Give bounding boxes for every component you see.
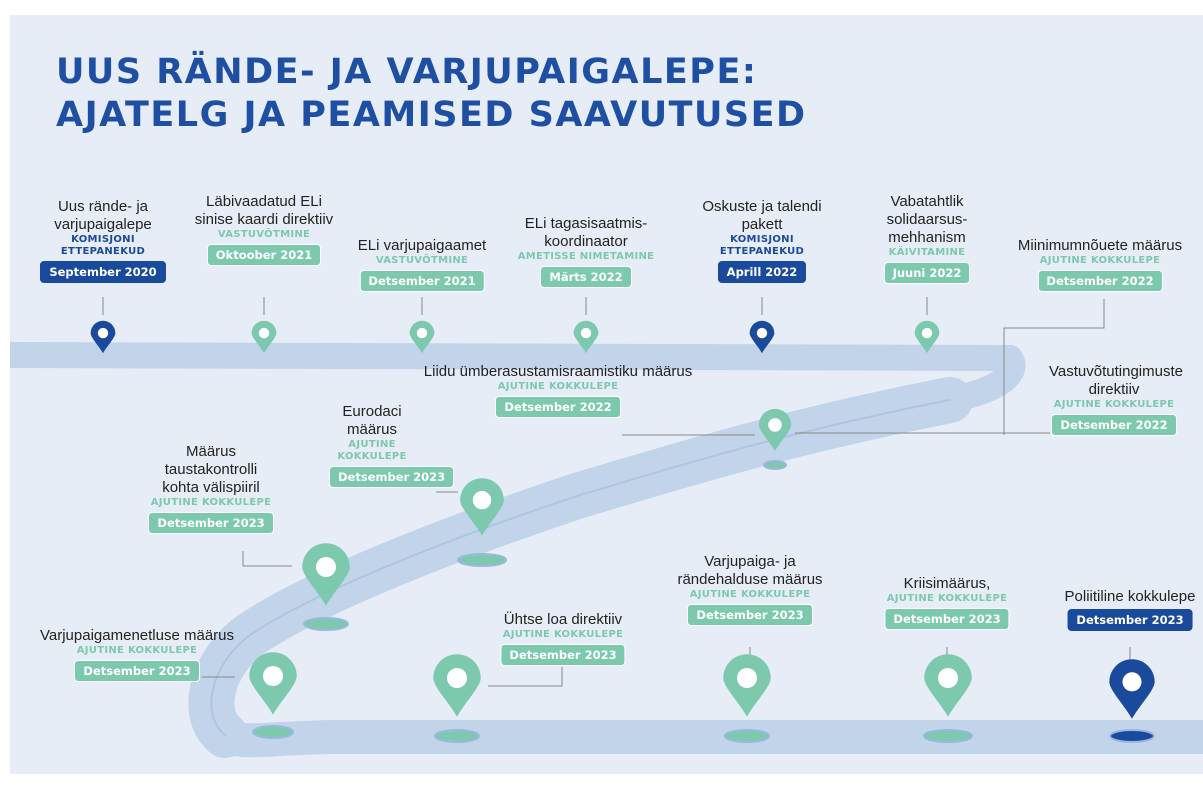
event-status: AJUTINE KOKKULEPE — [76, 645, 198, 656]
event-status: AJUTINE KOKKULEPE — [150, 497, 272, 508]
event-label: Ühtse loa direktiiv — [503, 611, 623, 628]
event-skills-talent-package: Oskuste ja talendi pakett KOMISJONI ETTE… — [687, 198, 837, 283]
event-label: Varjupaigamenetluse määrus — [40, 627, 234, 644]
event-eurodac-regulation: Eurodaci määrus AJUTINE KOKKULEPE Detsem… — [329, 403, 455, 488]
event-label: Poliitiline kokkulepe — [1064, 588, 1196, 605]
event-status: AJUTINE KOKKULEPE — [886, 593, 1008, 604]
map-pin-icon — [723, 654, 771, 717]
map-pin-icon — [249, 652, 297, 715]
event-status: AJUTINE KOKKULEPE — [502, 629, 624, 640]
event-solidarity-mechanism: Vabatahtlik solidaarsus-mehhanism KÄIVIT… — [872, 193, 982, 284]
timeline-road — [10, 297, 1203, 758]
pin-shadows — [252, 460, 1155, 743]
event-label: Läbivaadatud ELi sinise kaardi direktiiv — [194, 193, 334, 228]
event-status: VASTUVÕTMINE — [375, 255, 469, 266]
event-asylum-agency: ELi varjupaigaamet VASTUVÕTMINE Detsembe… — [358, 237, 486, 292]
event-date: Detsember 2023 — [1067, 609, 1193, 631]
event-single-permit-directive: Ühtse loa direktiiv AJUTINE KOKKULEPE De… — [500, 611, 626, 666]
event-date: Detsember 2022 — [1037, 270, 1163, 292]
event-status: KÄIVITAMINE — [888, 247, 966, 258]
timeline-infographic: UUS RÄNDE- JA VARJUPAIGALEPE: AJATELG JA… — [10, 15, 1203, 774]
connector-lines — [102, 297, 1131, 687]
event-date: Detsember 2023 — [884, 608, 1010, 630]
event-label: Miinimumnõuete määrus — [1017, 237, 1183, 254]
event-date: Detsember 2023 — [329, 466, 455, 488]
title-line-1: UUS RÄNDE- JA VARJUPAIGALEPE: — [56, 52, 758, 92]
event-status: AJUTINE KOKKULEPE — [497, 381, 619, 392]
event-label: Liidu ümberasustamisraamistiku määrus — [423, 363, 693, 380]
event-blue-card-directive: Läbivaadatud ELi sinise kaardi direktiiv… — [194, 193, 334, 266]
event-date: September 2020 — [40, 261, 166, 283]
event-date: Detsember 2023 — [500, 644, 626, 666]
event-label: Eurodaci määrus — [342, 403, 402, 438]
event-date: Detsember 2022 — [1051, 414, 1177, 436]
event-date: Juuni 2022 — [883, 262, 971, 284]
event-status: VASTUVÕTMINE — [217, 229, 311, 240]
event-label: Kriisimäärus, — [903, 575, 991, 592]
map-pin-icon — [433, 654, 481, 717]
event-screening-regulation: Määrus taustakontrolli kohta välispiiril… — [146, 443, 276, 534]
event-date: Detsember 2023 — [74, 660, 200, 682]
event-political-agreement: Poliitiline kokkulepe Detsember 2023 — [1064, 588, 1196, 631]
event-label: Vabatahtlik solidaarsus-mehhanism — [886, 193, 968, 246]
event-crisis-regulation: Kriisimäärus, AJUTINE KOKKULEPE Detsembe… — [884, 575, 1010, 630]
event-date: Märts 2022 — [540, 266, 632, 288]
event-resettlement-framework: Liidu ümberasustamisraamistiku määrus AJ… — [423, 363, 693, 418]
event-status: KOMISJONI ETTEPANEKUD — [60, 234, 146, 257]
map-pin-icon — [924, 654, 972, 717]
event-date: Detsember 2021 — [359, 270, 485, 292]
event-reception-conditions-directive: Vastuvõtutingimuste direktiiv AJUTINE KO… — [1049, 363, 1183, 436]
event-label: Varjupaiga- ja rändehalduse määrus — [677, 553, 823, 588]
event-label: Uus rände- ja varjupaigalepe — [54, 198, 152, 233]
event-date: Detsember 2022 — [495, 396, 621, 418]
event-status: AMETISSE NIMETAMINE — [517, 251, 655, 262]
event-date: Oktoober 2021 — [206, 244, 322, 266]
event-qualification-regulation: Miinimumnõuete määrus AJUTINE KOKKULEPE … — [1018, 237, 1182, 292]
event-status: AJUTINE KOKKULEPE — [337, 439, 407, 462]
event-date: Aprill 2022 — [717, 261, 807, 283]
page-title: UUS RÄNDE- JA VARJUPAIGALEPE: AJATELG JA… — [56, 51, 807, 137]
map-pin-icon — [1109, 659, 1155, 719]
event-status: AJUTINE KOKKULEPE — [689, 589, 811, 600]
event-label: Oskuste ja talendi pakett — [702, 198, 822, 233]
event-label: ELi varjupaigaamet — [357, 237, 487, 254]
event-date: Detsember 2023 — [687, 604, 813, 626]
event-date: Detsember 2023 — [148, 512, 274, 534]
event-status: AJUTINE KOKKULEPE — [1053, 399, 1175, 410]
event-label: Määrus taustakontrolli kohta välispiiril — [162, 443, 260, 496]
event-status: AJUTINE KOKKULEPE — [1039, 255, 1161, 266]
event-asylum-migration-management-regulation: Varjupaiga- ja rändehalduse määrus AJUTI… — [665, 553, 835, 626]
title-line-2: AJATELG JA PEAMISED SAAVUTUSED — [56, 95, 807, 135]
event-label: Vastuvõtutingimuste direktiiv — [1049, 363, 1183, 398]
event-new-pact: Uus rände- ja varjupaigalepe KOMISJONI E… — [28, 198, 178, 283]
event-asylum-procedure-regulation: Varjupaigamenetluse määrus AJUTINE KOKKU… — [40, 627, 234, 682]
event-status: KOMISJONI ETTEPANEKUD — [719, 234, 805, 257]
event-return-coordinator: ELi tagasisaatmis-koordinaator AMETISSE … — [516, 215, 656, 288]
event-label: ELi tagasisaatmis-koordinaator — [524, 215, 648, 250]
